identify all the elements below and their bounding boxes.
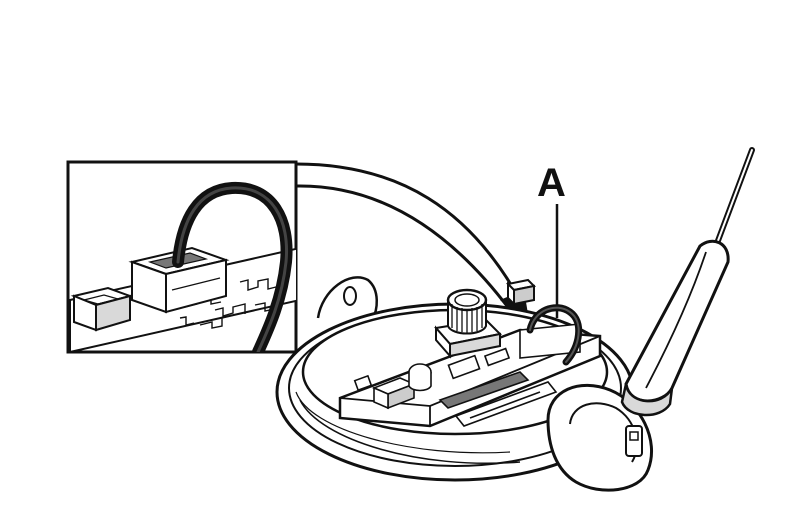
inset-detail xyxy=(66,160,298,354)
screwdriver-tool-icon xyxy=(620,147,755,417)
housing-side-cap xyxy=(546,384,654,492)
inset-left-component xyxy=(70,286,134,332)
callout-a: A xyxy=(537,161,566,318)
detector-housing-icon xyxy=(275,276,654,492)
callout-a-label: A xyxy=(537,161,566,205)
mounting-lug xyxy=(316,276,378,321)
wire-connector-icon xyxy=(128,246,230,314)
center-pressure-knob xyxy=(434,288,503,359)
board-components xyxy=(353,323,581,427)
housing-connector xyxy=(505,278,537,307)
